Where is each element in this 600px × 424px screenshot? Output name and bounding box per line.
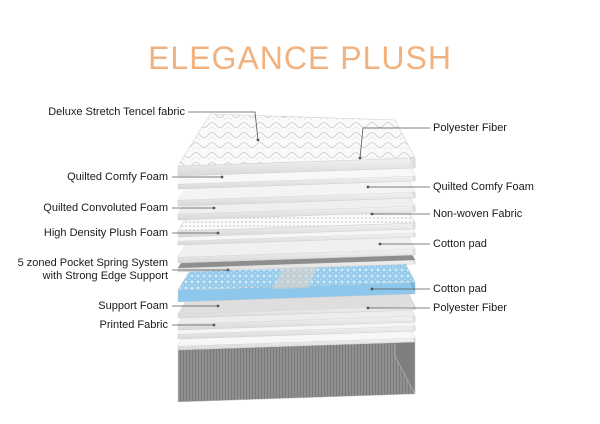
page-title: ELEGANCE PLUSH — [148, 40, 452, 76]
leader-support-foam-dot — [216, 304, 220, 308]
leader-polyester-fiber-top-dot — [358, 156, 362, 160]
label-cotton-pad-lower: Cotton pad — [433, 283, 487, 295]
label-quilted-comfy-foam-right: Quilted Comfy Foam — [433, 181, 534, 193]
layer-tencel-fabric-top — [177, 113, 416, 177]
leader-tencel-fabric-dot — [256, 138, 260, 142]
leader-polyester-fiber-top — [359, 127, 430, 159]
label-quilted-convoluted-foam: Quilted Convoluted Foam — [43, 202, 168, 214]
leader-polyester-fiber-bottom-dot — [366, 306, 370, 310]
label-non-woven-fabric: Non-woven Fabric — [433, 208, 523, 220]
leader-printed-fabric-dot — [212, 323, 216, 327]
leader-non-woven-fabric-dot — [370, 212, 374, 216]
leader-pocket-spring-dot — [226, 268, 230, 272]
label-polyester-fiber-bottom: Polyester Fiber — [433, 302, 507, 314]
leader-high-density-plush-foam-dot — [216, 231, 220, 235]
leader-quilted-convoluted-foam-dot — [212, 206, 216, 210]
label-deluxe-stretch-tencel-fabric: Deluxe Stretch Tencel fabric — [48, 106, 185, 118]
leader-tencel-fabric — [188, 111, 259, 141]
leader-quilted-comfy-foam-left-dot — [220, 175, 224, 179]
label-support-foam: Support Foam — [98, 300, 168, 312]
leader-quilted-comfy-foam-right-dot — [366, 185, 370, 189]
label-quilted-comfy-foam-left: Quilted Comfy Foam — [67, 171, 168, 183]
label-cotton-pad-upper: Cotton pad — [433, 238, 487, 250]
label-pocket-spring-system: 5 zoned Pocket Spring System with Strong… — [17, 257, 168, 282]
label-high-density-plush-foam: High Density Plush Foam — [43, 227, 168, 239]
label-printed-fabric: Printed Fabric — [99, 319, 168, 331]
leader-cotton-pad-upper-dot — [378, 242, 382, 246]
leader-cotton-pad-lower-dot — [370, 287, 374, 291]
label-polyester-fiber-top: Polyester Fiber — [433, 122, 507, 134]
